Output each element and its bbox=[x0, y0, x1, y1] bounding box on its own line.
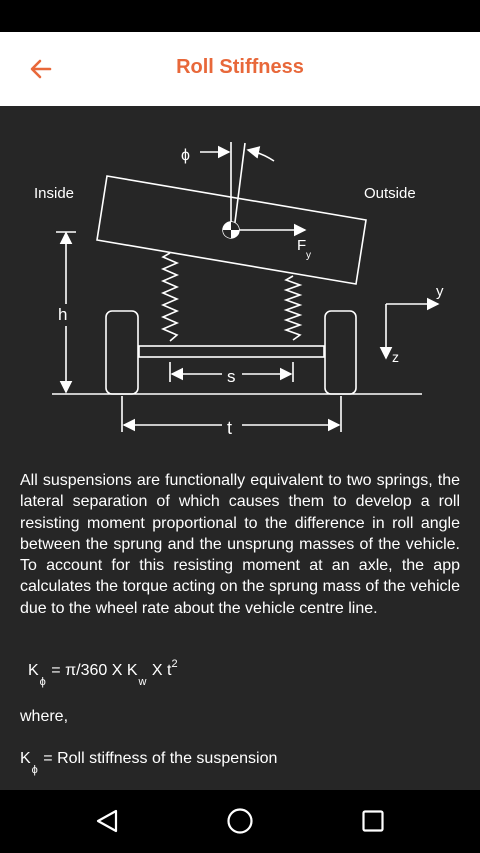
force-sub-label: y bbox=[306, 250, 311, 261]
left-wheel bbox=[105, 310, 139, 395]
roll-stiffness-formula: Kϕ = π/360 X Kw X t2 bbox=[28, 658, 178, 688]
definition-k: K bbox=[20, 750, 31, 767]
formula-exponent: 2 bbox=[171, 658, 178, 670]
h-label: h bbox=[58, 305, 67, 324]
page-title: Roll Stiffness bbox=[176, 56, 304, 78]
axle bbox=[138, 345, 325, 358]
square-recents-icon bbox=[362, 810, 384, 832]
definition-text: = Roll stiffness of the suspension bbox=[43, 750, 278, 767]
left-spring bbox=[160, 252, 180, 342]
y-axis-label: y bbox=[436, 283, 444, 300]
app-bar: Roll Stiffness bbox=[0, 32, 480, 106]
content-area: Inside Outside ϕ F y h s t y z All suspe… bbox=[0, 106, 480, 790]
definition-k-subscript: ϕ bbox=[31, 764, 38, 776]
formula-middle: = π/360 X K bbox=[51, 662, 138, 679]
right-spring bbox=[283, 275, 303, 341]
formula-kw-subscript: w bbox=[138, 676, 147, 688]
formula-k-subscript: ϕ bbox=[39, 676, 46, 688]
right-wheel bbox=[324, 310, 357, 395]
inside-label: Inside bbox=[34, 185, 74, 202]
where-text: where, bbox=[20, 708, 69, 725]
formula-k: K bbox=[28, 662, 39, 679]
triangle-back-icon bbox=[96, 809, 118, 833]
formula-tail: X t bbox=[151, 662, 172, 679]
roll-stiffness-diagram: Inside Outside ϕ F y h s t y z bbox=[34, 142, 444, 438]
circle-home-icon bbox=[227, 808, 253, 834]
outside-label: Outside bbox=[364, 185, 416, 202]
definition-line: Kϕ = Roll stiffness of the suspension bbox=[20, 750, 278, 776]
nav-recents-button[interactable] bbox=[353, 804, 393, 838]
center-of-gravity-icon bbox=[222, 221, 240, 239]
tilted-axis-line bbox=[233, 142, 246, 231]
nav-home-button[interactable] bbox=[220, 804, 260, 838]
force-label: F bbox=[297, 237, 306, 254]
back-button[interactable] bbox=[22, 52, 60, 86]
t-label: t bbox=[227, 418, 232, 438]
description-paragraph: All suspensions are functionally equival… bbox=[20, 472, 460, 617]
vehicle-body bbox=[96, 175, 367, 285]
phi-label: ϕ bbox=[181, 147, 190, 164]
arrow-left-icon bbox=[30, 59, 52, 79]
z-axis-label: z bbox=[392, 349, 399, 365]
s-label: s bbox=[227, 367, 236, 386]
nav-back-button[interactable] bbox=[87, 804, 127, 838]
status-bar bbox=[0, 0, 480, 32]
navigation-bar bbox=[0, 790, 480, 853]
